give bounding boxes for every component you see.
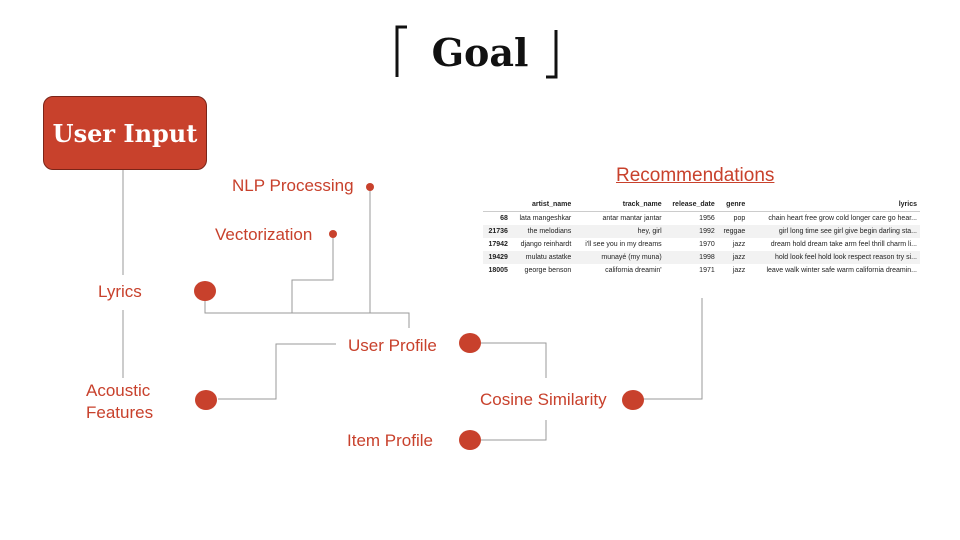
cell: lata mangeshkar	[519, 215, 572, 222]
table-header-row: artist_name track_name release_date genr…	[483, 198, 920, 212]
col-track: track_name	[574, 198, 665, 212]
title-bracket-left	[395, 25, 407, 77]
item-profile-label: Item Profile	[347, 431, 433, 450]
recommendations-table: artist_name track_name release_date genr…	[483, 198, 920, 277]
cell: 19429	[483, 251, 511, 264]
cell: girl long time see girl give begin darli…	[748, 225, 920, 238]
user-profile-label: User Profile	[348, 336, 437, 355]
cell: california dreamin'	[605, 267, 662, 274]
acoustic-line-1: Acoustic	[86, 381, 151, 400]
acoustic-line-2: Features	[86, 403, 154, 422]
cell: 21736	[483, 225, 511, 238]
cell: 1992	[664, 225, 718, 238]
table-row: 17942 django reinhardt i'll see you in m…	[483, 238, 920, 251]
cell: the melodians	[510, 225, 575, 238]
cell: munayé (my muna)	[574, 251, 665, 264]
col-release: release_date	[664, 198, 718, 212]
user-profile-dot	[459, 333, 481, 353]
vectorization-dot	[329, 230, 337, 238]
cell: 1970	[699, 241, 715, 248]
cell: 1956	[699, 215, 715, 222]
col-artist: artist_name	[510, 198, 575, 212]
recommendations-title: Recommendations	[616, 165, 775, 186]
cell: jazz	[732, 267, 746, 274]
title-bracket-right	[546, 30, 558, 79]
cell: i'll see you in my dreams	[585, 241, 662, 248]
cell: 1998	[664, 251, 718, 264]
acoustic-dot	[195, 390, 217, 410]
cell: 68	[500, 215, 508, 222]
acoustic-features-label: Acoustic Features	[86, 380, 153, 424]
user-input-box: User Input	[43, 96, 207, 170]
cell: hold look feel hold look respect reason …	[748, 251, 920, 264]
cell: leave walk winter safe warm california d…	[766, 267, 917, 274]
col-index	[483, 198, 511, 212]
cell: dream hold dream take arm feel thrill ch…	[770, 241, 917, 248]
cosine-similarity-label: Cosine Similarity	[480, 390, 607, 409]
col-lyrics: lyrics	[748, 198, 920, 212]
table-row: 19429 mulatu astatke munayé (my muna) 19…	[483, 251, 920, 264]
page-title: Goal	[431, 30, 529, 75]
col-genre: genre	[717, 198, 749, 212]
cell: chain heart free grow cold longer care g…	[768, 215, 917, 222]
cosine-dot	[622, 390, 644, 410]
cell: jazz	[732, 241, 746, 248]
cell: hey, girl	[574, 225, 665, 238]
cell: jazz	[717, 251, 749, 264]
cell: 1971	[699, 267, 715, 274]
cell: pop	[733, 215, 746, 222]
cell: django reinhardt	[520, 241, 572, 248]
cell: antar mantar jantar	[602, 215, 662, 222]
cell: 18005	[488, 267, 508, 274]
cell: 17942	[488, 241, 508, 248]
cell: mulatu astatke	[510, 251, 575, 264]
vectorization-label: Vectorization	[215, 225, 313, 244]
table-row: 18005 george benson california dreamin' …	[483, 264, 920, 277]
table-row: 21736 the melodians hey, girl 1992 regga…	[483, 225, 920, 238]
item-profile-dot	[459, 430, 481, 450]
nlp-processing-label: NLP Processing	[232, 176, 354, 195]
table-row: 68 lata mangeshkar antar mantar jantar 1…	[483, 212, 920, 226]
cell: george benson	[524, 267, 572, 274]
cell: reggae	[717, 225, 749, 238]
lyrics-label: Lyrics	[98, 282, 142, 301]
nlp-dot	[366, 183, 374, 191]
lyrics-dot	[194, 281, 216, 301]
